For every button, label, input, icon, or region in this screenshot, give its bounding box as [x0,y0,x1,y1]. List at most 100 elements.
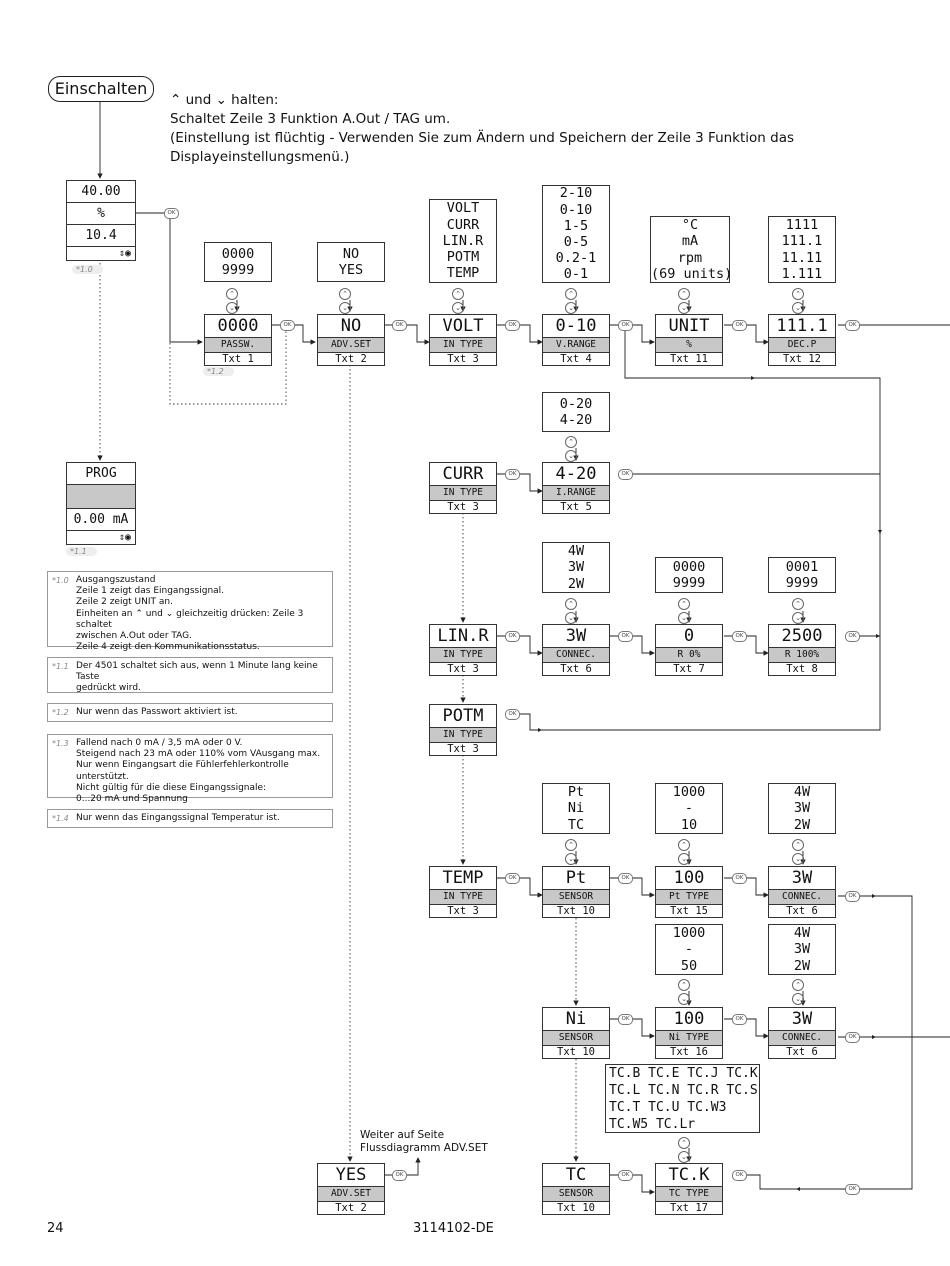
menu-value: 3W [769,867,835,890]
menu-value: Ni [543,1008,609,1031]
menu-text-id: Txt 1 [222,353,254,365]
menu-text-id: Txt 4 [560,353,592,365]
footnote-marker-11: *1.1 [66,547,97,556]
menu-adv-set: NO ADV.SET Txt 2 [317,314,385,366]
footnote-marker-12: *1.2 [203,367,234,376]
menu-label: SENSOR [543,890,609,905]
menu-label: R 0% [656,648,722,663]
menu-value: TC.K [656,1164,722,1187]
menu-value: CURR [430,463,496,486]
option-item: 0001 [785,558,819,575]
menu-text-id: Txt 15 [670,905,708,917]
power-on-start: Einschalten [48,76,154,102]
ok-key-icon: OK [505,873,520,884]
menu-label: IN TYPE [430,648,496,663]
menu-label: PASSW. [205,338,271,353]
option-item: Pt [567,784,585,801]
ok-key-icon: OK [845,891,860,902]
option-item: 1000 [672,784,706,801]
menu-in-type-curr: CURR IN TYPE Txt 3 [429,462,497,514]
ok-key-icon: OK [618,469,633,480]
option-item: TEMP [446,265,480,282]
menu-label: IN TYPE [430,890,496,905]
menu-connec-pt: 3W CONNEC. Txt 6 [768,866,836,918]
ok-key-icon: OK [732,1014,747,1025]
menu-text-id: Txt 10 [557,1046,595,1058]
menu-value: TC [543,1164,609,1187]
continue-line: Flussdiagramm ADV.SET [360,1142,488,1154]
menu-value: 111.1 [769,315,835,338]
option-item: 1.111 [781,265,823,282]
up-down-keys-icon: ⌃⌄ [565,435,589,462]
menu-passw: 0000 PASSW. Txt 1 [204,314,272,366]
intro-line-3: (Einstellung ist flüchtig - Verwenden Si… [170,130,795,146]
option-item: 9999 [672,575,706,591]
option-item: 2W [567,575,585,592]
menu-label: R 100% [769,648,835,663]
ok-key-icon: OK [392,1170,407,1181]
ok-key-icon: OK [505,320,520,331]
menu-value: 0 [656,625,722,648]
note-line: Der 4501 schaltet sich aus, wenn 1 Minut… [76,661,318,683]
intro-line-1: ⌃ und ⌄ halten: [170,92,279,108]
menu-label: % [656,338,722,353]
option-item: 9999 [221,262,255,278]
option-item: 4-20 [559,412,593,428]
menu-label: SENSOR [543,1031,609,1046]
intro-line-2: Schaltet Zeile 3 Funktion A.Out / TAG um… [170,111,451,127]
note-1-0: *1.0 Ausgangszustand Zeile 1 zeigt das E… [47,571,333,652]
note-line: zwischen A.Out oder TAG. [76,631,193,642]
ok-key-icon: OK [618,1014,633,1025]
display-status-icons: ⇕◉ [118,532,131,543]
menu-value: 3W [769,1008,835,1031]
document-id: 3114102-DE [413,1221,494,1236]
menu-text-id: Txt 3 [447,905,479,917]
option-item: rpm [677,249,703,266]
menu-text-id: Txt 6 [786,905,818,917]
up-down-keys-icon: ⌃⌄ [565,597,589,624]
note-key: *1.1 [52,662,69,671]
option-item: CURR [446,216,480,233]
option-item: 3W [793,941,811,958]
ok-key-icon: OK [280,320,295,331]
option-item: 0.2-1 [555,250,597,267]
menu-sensor-ni: Ni SENSOR Txt 10 [542,1007,610,1059]
ok-key-icon: OK [505,709,520,720]
option-item: 3W [793,800,811,817]
option-item: 0000 [221,245,255,262]
option-item: 1111 [785,217,819,234]
up-down-keys-icon: ⌃⌄ [226,287,250,314]
note-line: Nur wenn das Eingangssignal Temperatur i… [76,813,280,823]
menu-connec-ni: 3W CONNEC. Txt 6 [768,1007,836,1059]
menu-value: Pt [543,867,609,890]
menu-label: CONNEC. [769,1031,835,1046]
ok-key-icon: OK [392,320,407,331]
menu-text-id: Txt 3 [447,353,479,365]
intro-line-4: Displayeinstellungsmenü.) [170,149,350,165]
note-1-2: *1.2 Nur wenn das Passwort aktiviert ist… [47,703,333,722]
ok-key-icon: OK [845,320,860,331]
option-item: LIN.R [442,232,484,249]
option-item: 4W [793,784,811,801]
note-line: Zeile 4 zeigt den Kommunikationsstatus. [76,642,260,653]
menu-ni-type: 100 Ni TYPE Txt 16 [655,1007,723,1059]
menu-label: I.RANGE [543,486,609,501]
option-item: 10 [680,816,698,833]
ok-key-icon: OK [845,631,860,642]
option-item: TC.W5 TC.Lr [609,1116,696,1132]
ok-key-icon: OK [732,631,747,642]
display-row-1: 40.00 [67,181,135,203]
note-1-1: *1.1 Der 4501 schaltet sich aus, wenn 1 … [47,657,333,693]
menu-dec-p: 111.1 DEC.P Txt 12 [768,314,836,366]
menu-text-id: Txt 8 [786,663,818,675]
option-item: 0000 [672,558,706,575]
